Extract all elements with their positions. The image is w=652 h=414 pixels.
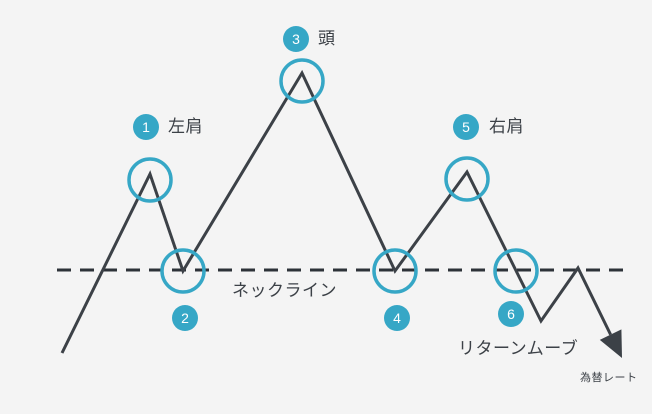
badge-2: 2 — [172, 305, 198, 331]
ring-marker-3 — [279, 58, 325, 104]
badge-3: 3 — [283, 26, 309, 52]
left-shoulder-label: 左肩 — [168, 117, 203, 136]
badge-5: 5 — [453, 114, 479, 140]
neckline-label: ネックライン — [232, 281, 337, 300]
exchange-rate-label: 為替レート — [580, 372, 638, 384]
return-move-label: リターンムーブ — [458, 339, 579, 358]
badge-6: 6 — [498, 301, 524, 327]
head-label: 頭 — [318, 29, 336, 48]
ring-marker-2 — [160, 248, 206, 294]
ring-marker-1 — [127, 157, 173, 203]
price-line — [60, 69, 612, 354]
badge-4: 4 — [384, 305, 410, 331]
ring-marker-6 — [493, 248, 539, 294]
ring-marker-4 — [372, 248, 418, 294]
right-shoulder-label: 右肩 — [489, 117, 524, 136]
badge-1: 1 — [133, 114, 159, 140]
ring-marker-5 — [444, 156, 490, 202]
trend-arrow-icon — [599, 329, 622, 358]
